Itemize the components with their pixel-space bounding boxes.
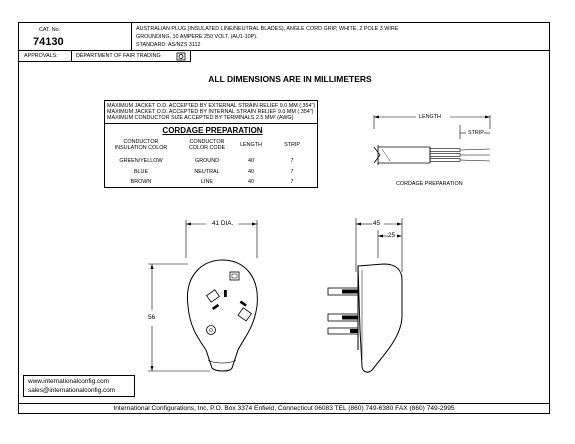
row-strip: 7 <box>290 158 294 164</box>
description-line1: AUSTRALIAN PLUG (INSULATED LINE/NEUTRAL … <box>136 26 399 32</box>
length-label: LENGTH <box>419 114 441 120</box>
row-length: 40 <box>248 158 254 164</box>
column-header-length: LENGTH <box>240 142 262 148</box>
column-header-code: CONDUCTOR COLOR CODE <box>188 139 226 151</box>
contact-box: www.internationalconfig.com sales@intern… <box>23 375 135 397</box>
row-strip: 7 <box>290 179 294 185</box>
dia-dimension: 41 DIA. <box>212 220 234 227</box>
cord-diagram-caption: CORDAGE PREPARATION <box>396 181 463 187</box>
website-link[interactable]: www.internationalconfig.com <box>28 378 109 385</box>
row-insulation: GREEN/YELLOW <box>119 158 163 164</box>
strip-label: STRIP <box>468 130 484 136</box>
depth-dimension: 45 <box>373 220 381 227</box>
row-code: NEUTRAL <box>194 169 220 175</box>
cordage-note-2: MAXIMUM JACKET O.D. ACCEPTED BY INTERNAL… <box>107 109 314 115</box>
cordage-note-1: MAXIMUM JACKET O.D. ACCEPTED BY EXTERNAL… <box>107 103 316 109</box>
footer-address: International Configurations, Inc. P.O. … <box>113 405 455 412</box>
plug-front-view <box>148 220 258 372</box>
cordage-note-3: MAXIMUM CONDUCTOR SIZE ACCEPTED BY TERMI… <box>107 115 294 121</box>
height-dimension: 56 <box>148 314 156 321</box>
cord-preparation-diagram <box>373 115 491 165</box>
row-insulation: BROWN <box>130 179 152 185</box>
email-link[interactable]: sales@internationalconfig.com <box>28 387 116 394</box>
column-header-strip: STRIP <box>284 142 300 148</box>
cat-number: 74130 <box>33 36 64 48</box>
row-code: LINE <box>201 179 213 185</box>
cordage-title: CORDAGE PREPARATION <box>162 126 263 135</box>
cat-number-cell: CAT. No. 74130 <box>18 22 132 51</box>
cordage-table: MAXIMUM JACKET O.D. ACCEPTED BY EXTERNAL… <box>104 100 318 188</box>
row-length: 40 <box>248 179 254 185</box>
table-divider <box>105 123 317 124</box>
approvals-value: DEPARTMENT OF FAIR TRADING <box>76 53 161 59</box>
row-insulation: BLUE <box>133 169 149 175</box>
approval-mark-icon <box>176 52 186 61</box>
standard-label: STANDARD: AS/NZS 3112 <box>136 42 201 48</box>
footer-bar: International Configurations, Inc. P.O. … <box>18 403 550 414</box>
approvals-value-cell: DEPARTMENT OF FAIR TRADING <box>71 50 191 62</box>
main-title: ALL DIMENSIONS ARE IN MILLIMETERS <box>208 74 372 84</box>
approvals-label: APPROVALS: <box>24 53 58 59</box>
plug-side-view <box>327 218 403 373</box>
row-length: 40 <box>248 169 254 175</box>
description-line2: GROUNDING, 10 AMPERE 250 VOLT. (AU1-10P)… <box>136 34 258 40</box>
depth-inner-dimension: 25 <box>388 232 396 239</box>
description-cell: AUSTRALIAN PLUG (INSULATED LINE/NEUTRAL … <box>131 22 550 51</box>
column-header-insulation: CONDUCTOR INSULATION COLOR <box>114 139 168 151</box>
approvals-label-cell: APPROVALS: <box>18 50 72 62</box>
cat-label: CAT. No. <box>39 27 61 33</box>
row-strip: 7 <box>290 169 294 175</box>
row-code: GROUND <box>195 158 219 164</box>
